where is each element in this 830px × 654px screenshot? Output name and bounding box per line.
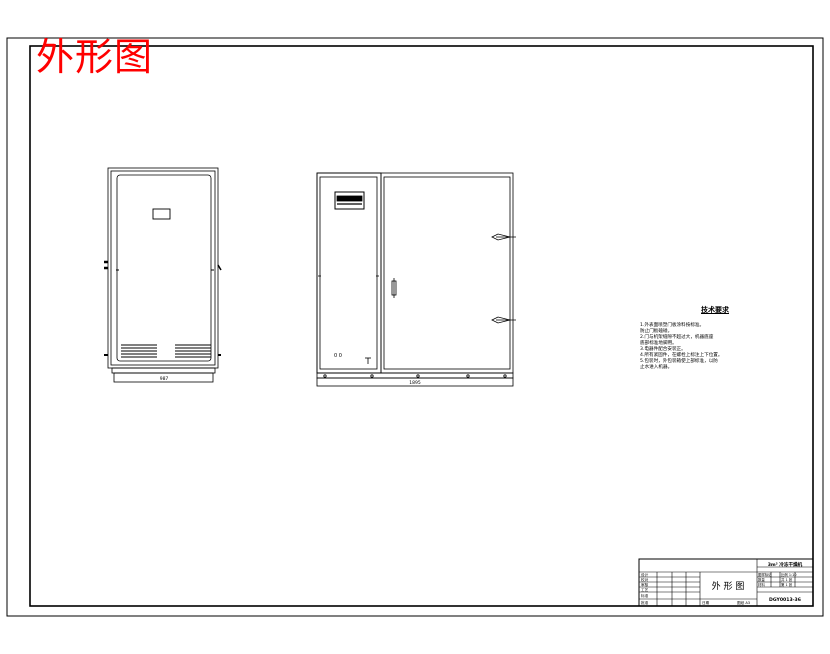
tb-label: 审核: [641, 582, 649, 587]
control-display: [334, 191, 365, 210]
drawing-title: 外形图: [36, 35, 154, 79]
note-item: 5.包装时，外包装箱使上部标准，以防: [640, 359, 718, 364]
technical-requirements: 技术要求 1.外表面喷塑门板涂料按标准。 防止门板磕碰。 2.门与机架缝隙不超过…: [640, 305, 770, 371]
note-item: 4.所有紧固件，在螺栓上标注上下位置。: [640, 353, 723, 358]
tb-left-labels: 设计 校对 审核 工艺 标准 批准: [641, 572, 649, 605]
view1-dimension: 987: [160, 376, 169, 382]
tb-label: 校对: [641, 577, 649, 582]
notes-title: 技术要求: [701, 306, 729, 314]
outer-border: [6, 37, 824, 617]
note-item: 止水进入机器。: [640, 365, 673, 370]
note-item: 2.门与机架缝隙不超过大，机器底座: [640, 335, 714, 340]
tb-label: 设计: [641, 572, 649, 577]
tb-product-name: 3m³ 冷冻干燥机: [768, 561, 803, 568]
tb-row-label: 数量: [758, 577, 765, 582]
note-item: 底部标准地脚用。: [640, 341, 677, 346]
tb-row-value: 比例 1:10: [781, 572, 796, 577]
tb-row-value: 共 1 张: [781, 577, 793, 582]
tb-drawing-number: DGY0013-36: [769, 597, 801, 603]
cabinet-front-view: [104, 167, 222, 383]
inner-frame: [29, 45, 814, 607]
tb-label: 标准: [641, 593, 649, 598]
note-item: 防止门板磕碰。: [640, 329, 673, 334]
title-block: [638, 558, 814, 607]
tb-row-label: 图样标记: [758, 572, 772, 577]
tb-label: 批准: [641, 600, 649, 605]
tb-row-value: 第 1 张: [781, 582, 793, 587]
view2-dimension: 1895: [409, 380, 421, 386]
note-item: 1.外表面喷塑门板涂料按标准。: [640, 323, 705, 328]
tb-right-rows: 图样标记 比例 1:10 数量 共 1 张 材料 第 1 张: [758, 572, 796, 587]
cabinet-side-view: [316, 172, 516, 387]
panel-label: 0 0: [334, 353, 342, 359]
tb-label: 工艺: [641, 587, 649, 592]
tb-bottom-mid: 图纸 A3: [737, 600, 750, 605]
tb-drawing-name: 外 形 图: [712, 580, 745, 592]
note-item: 3.电器件配合安装正。: [640, 347, 686, 352]
tb-bottom-left: 日期: [702, 600, 710, 605]
tb-row-label: 材料: [758, 582, 765, 587]
